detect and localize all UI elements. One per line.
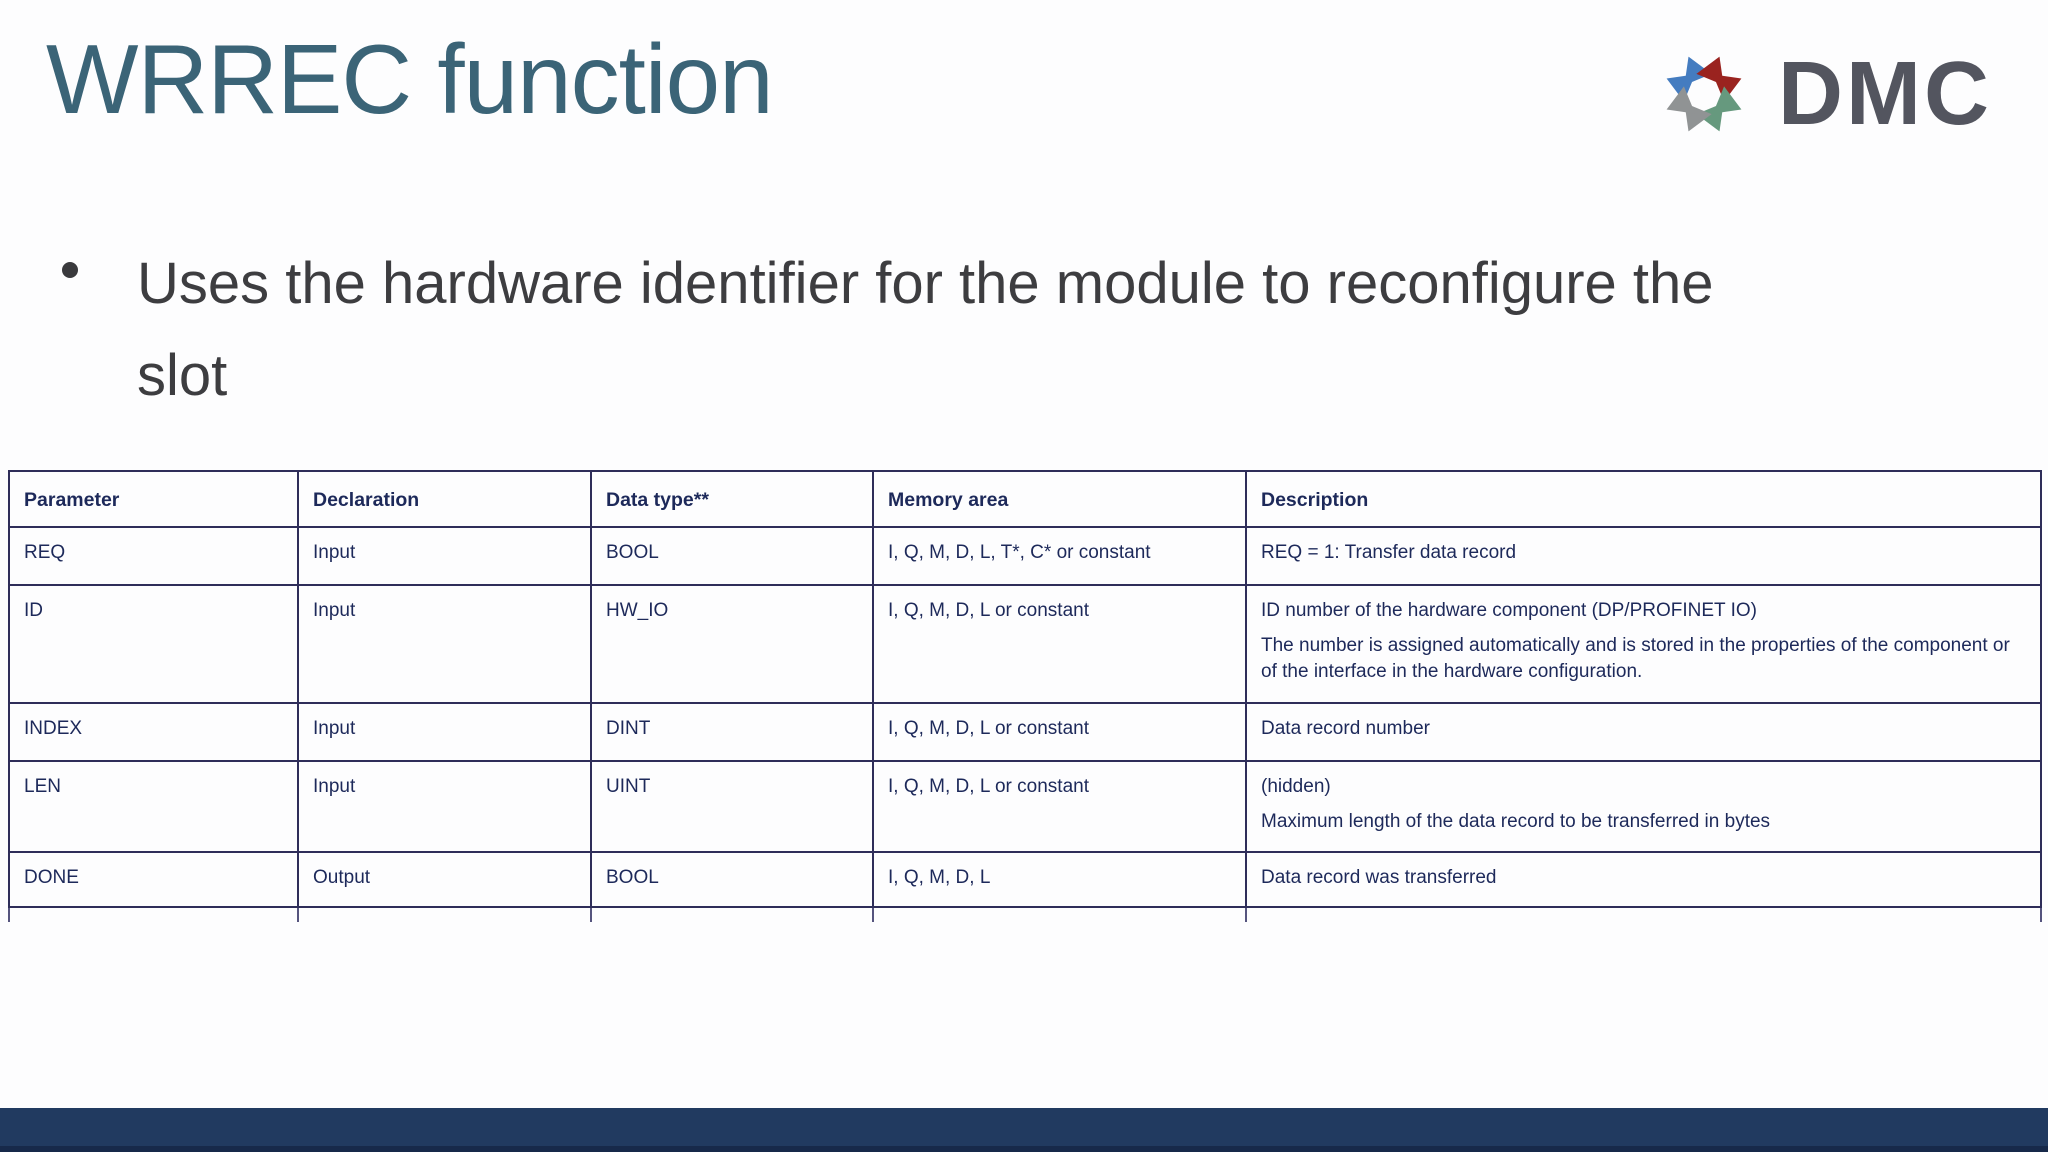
cell: I, Q, M, D, L, T*, C* or constant <box>872 526 1247 586</box>
column-header: Memory area <box>872 470 1247 528</box>
cell: DINT <box>590 702 874 762</box>
pinwheel-icon <box>1666 56 1742 132</box>
cell: REQ <box>8 526 299 586</box>
cell: Input <box>297 702 592 762</box>
column-header: Description <box>1245 470 2042 528</box>
cell-description: REQ = 1: Transfer data record <box>1245 526 2042 586</box>
cell: Input <box>297 760 592 853</box>
cell: UINT <box>590 760 874 853</box>
cell: I, Q, M, D, L or constant <box>872 760 1247 853</box>
bullet-text-line: Uses the hardware identifier for the mod… <box>137 251 1714 316</box>
dmc-logo-text: DMC <box>1778 44 1992 144</box>
cell: Input <box>297 584 592 704</box>
footer-bar <box>0 1108 2048 1152</box>
bullet-marker-icon <box>62 262 78 278</box>
cell-description: (hidden)Maximum length of the data recor… <box>1245 760 2042 853</box>
bullet-text-line: slot <box>137 343 228 408</box>
cell: Output <box>297 851 592 908</box>
cell: I, Q, M, D, L or constant <box>872 702 1247 762</box>
cell <box>8 906 299 922</box>
column-header: Parameter <box>8 470 299 528</box>
cell: I, Q, M, D, L or constant <box>872 584 1247 704</box>
page-title: WRREC function <box>46 24 774 134</box>
cell <box>590 906 874 922</box>
bullet-text: Uses the hardware identifier for the mod… <box>137 238 1837 422</box>
clipped-table-row <box>8 906 2042 922</box>
cell: HW_IO <box>590 584 874 704</box>
cell: BOOL <box>590 526 874 586</box>
cell-description: Data record was transferred <box>1245 851 2042 908</box>
cell <box>872 906 1247 922</box>
cell-description: ID number of the hardware component (DP/… <box>1245 584 2042 704</box>
cell: ID <box>8 584 299 704</box>
cell-description: Data record number <box>1245 702 2042 762</box>
column-header: Data type** <box>590 470 874 528</box>
column-header: Declaration <box>297 470 592 528</box>
cell: DONE <box>8 851 299 908</box>
cell: Input <box>297 526 592 586</box>
dmc-logo: DMC <box>1658 48 1992 140</box>
cell: LEN <box>8 760 299 853</box>
cell: I, Q, M, D, L <box>872 851 1247 908</box>
cell <box>1245 906 2042 922</box>
cell: INDEX <box>8 702 299 762</box>
cell <box>297 906 592 922</box>
cell: BOOL <box>590 851 874 908</box>
